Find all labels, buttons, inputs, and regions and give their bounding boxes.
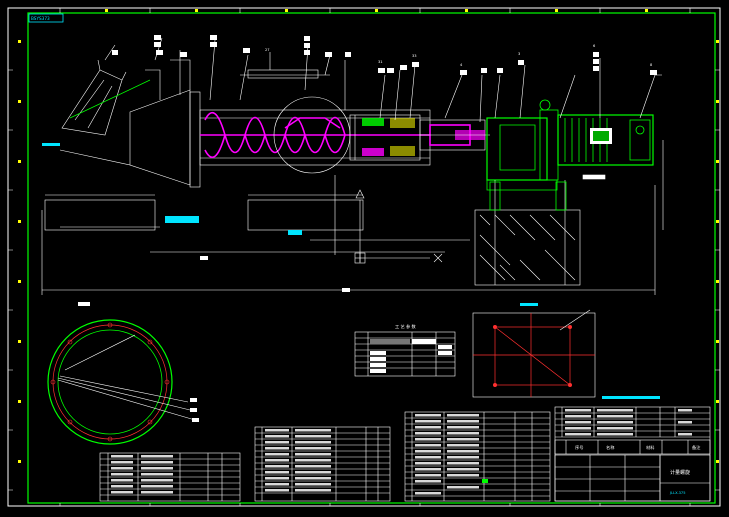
dimension-lines xyxy=(41,140,664,295)
title-hdr-seq: 序号 xyxy=(575,444,583,451)
title-hdr-material: 材料 xyxy=(646,444,655,451)
bom-table-mid xyxy=(254,426,391,502)
screw-flights xyxy=(200,96,430,174)
frame-zone-markers xyxy=(18,9,719,463)
balloon-markers xyxy=(112,35,657,292)
process-table-title: 工 艺 参 数 xyxy=(395,323,417,330)
svg-text:33: 33 xyxy=(412,54,417,58)
gear-reducer xyxy=(486,99,559,191)
bom-table-left xyxy=(99,452,241,502)
drawing-frame xyxy=(7,7,721,507)
drive-motor xyxy=(557,114,654,166)
left-support-frame xyxy=(44,194,364,235)
bearing-housing xyxy=(349,114,421,161)
title-block: 序号 名称 材料 备注 计量螺旋 JLLX-375 xyxy=(554,406,711,502)
svg-text:4: 4 xyxy=(460,63,463,67)
feed-hopper-body xyxy=(59,59,201,188)
inlet-chute: ​ xyxy=(42,59,151,146)
base-plate-view xyxy=(472,303,660,399)
svg-text:36: 36 xyxy=(212,37,217,41)
leader-lines xyxy=(104,37,662,123)
process-table: 工 艺 参 数 xyxy=(354,323,456,377)
flange-view xyxy=(47,302,199,445)
drawing-number: JLLX-375 xyxy=(669,491,686,495)
bom-cell-fills xyxy=(111,414,479,495)
svg-text:6: 6 xyxy=(593,44,596,48)
drawing-name: 计量螺旋 xyxy=(670,469,690,476)
svg-text:3: 3 xyxy=(518,52,520,56)
code-stamp: BSYS373 xyxy=(28,13,64,23)
svg-text:8: 8 xyxy=(650,63,653,67)
coupling-and-shaft xyxy=(419,119,490,151)
title-hdr-remark: 备注 xyxy=(692,444,701,451)
motor-base-foundation xyxy=(474,180,581,286)
balloon-numbers: 34 36 27 31 33 4 3 6 8 xyxy=(156,37,653,68)
bom-table-right xyxy=(404,411,551,502)
frame-zone-ticks xyxy=(8,8,720,506)
bolt-holes xyxy=(50,322,170,442)
code-stamp-text: BSYS373 xyxy=(31,16,50,21)
title-hdr-name: 名称 xyxy=(606,444,614,451)
svg-text:31: 31 xyxy=(378,60,383,64)
svg-text:27: 27 xyxy=(265,48,270,52)
svg-text:34: 34 xyxy=(156,37,161,41)
